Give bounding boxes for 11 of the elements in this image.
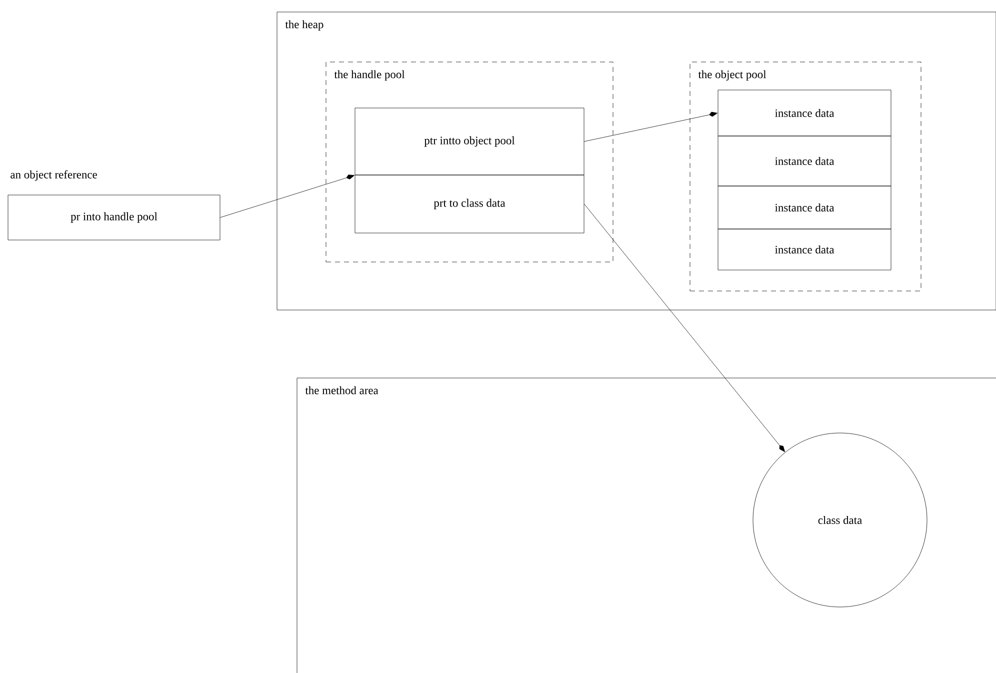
arrow — [584, 112, 718, 142]
data-cell: pr into handle pool — [8, 194, 220, 240]
node-label: an object reference — [10, 170, 97, 181]
data-cell: instance data — [718, 228, 892, 270]
data-cell: instance data — [718, 186, 892, 230]
arrow — [584, 204, 785, 452]
data-cell: instance data — [718, 90, 892, 136]
data-cell: prt to class data — [354, 174, 584, 234]
arrow — [220, 174, 354, 218]
data-cell: ptr intto object pool — [354, 108, 584, 176]
data-cell: instance data — [718, 136, 892, 186]
